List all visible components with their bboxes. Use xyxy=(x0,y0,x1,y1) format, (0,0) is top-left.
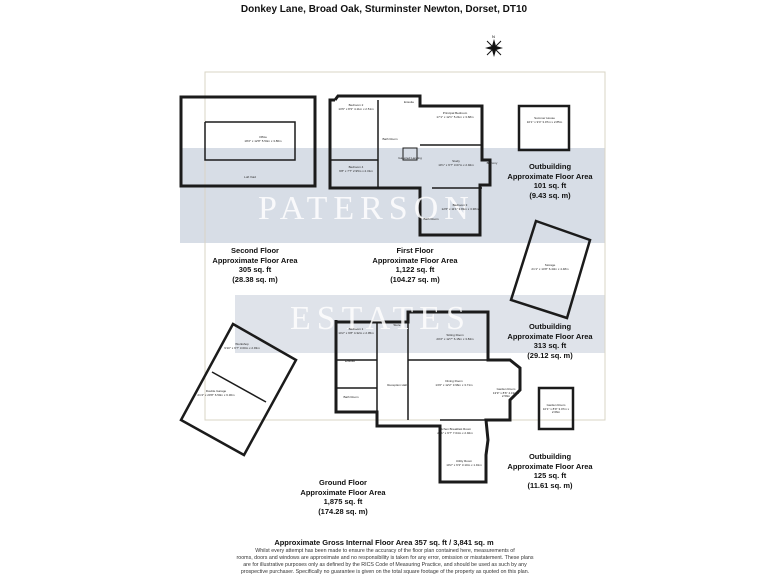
gross-floor-area: Approximate Gross Internal Floor Area 35… xyxy=(274,538,494,547)
first-floor-outline xyxy=(328,94,492,237)
garden-room-outline xyxy=(537,386,575,431)
room-bath-ground: Bath Room xyxy=(343,395,359,399)
room-store: Store xyxy=(393,323,401,327)
room-bath-first: Bath Room xyxy=(382,137,398,141)
summer-house-outline xyxy=(517,104,571,152)
compass-icon: N xyxy=(485,34,503,57)
storage-outline xyxy=(509,219,592,320)
page-title: Donkey Lane, Broad Oak, Sturminster Newt… xyxy=(240,4,528,15)
watermark-line2: ESTATES xyxy=(290,300,471,337)
room-balcony: Balcony xyxy=(486,161,498,165)
second-floor-outline xyxy=(179,95,317,188)
room-galleried-landing: Galleried Landing xyxy=(398,156,422,160)
plan-frame xyxy=(204,71,606,421)
room-loft-void: Loft Void xyxy=(244,175,256,179)
office-wall xyxy=(204,121,296,161)
disclaimer: Whilst every attempt has been made to en… xyxy=(236,548,534,575)
room-ensuite-first: Ensuite xyxy=(403,100,414,104)
room-bath-2: Bath Room xyxy=(423,217,439,221)
garage-outline xyxy=(179,322,298,457)
room-ensuite-ground: Ensuite xyxy=(344,359,355,363)
room-reception-hall: Reception Hall xyxy=(387,383,407,387)
watermark-line1: PATERSON xyxy=(258,190,475,227)
ground-floor-outline xyxy=(334,310,522,484)
watermark-backdrop-lower xyxy=(235,295,605,353)
svg-text:N: N xyxy=(492,34,495,39)
